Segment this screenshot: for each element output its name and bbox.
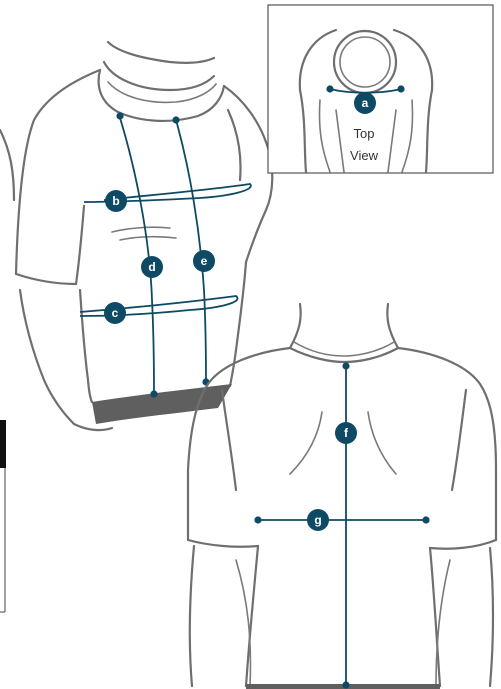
front-view-figure: [0, 42, 272, 430]
side-panel-fragment: [0, 420, 6, 612]
badge-e: e: [193, 250, 215, 272]
measure-line-d: [120, 118, 154, 394]
front-measurements: [80, 112, 251, 397]
back-measurements: [254, 362, 429, 688]
badge-c: c: [104, 302, 126, 324]
measure-line-c: [80, 296, 238, 316]
badge-d: d: [141, 256, 163, 278]
svg-text:a: a: [362, 96, 369, 110]
svg-text:c: c: [112, 306, 119, 320]
badge-b: b: [105, 190, 127, 212]
inset-label-top: Top: [354, 126, 375, 141]
svg-text:d: d: [148, 260, 155, 274]
badge-a: a: [354, 92, 376, 114]
badge-g: g: [307, 509, 329, 531]
svg-text:e: e: [201, 254, 208, 268]
svg-text:g: g: [314, 513, 321, 527]
svg-text:b: b: [112, 194, 119, 208]
inset-label-view: View: [350, 148, 379, 163]
top-view-inset: Top View: [268, 5, 493, 173]
badge-f: f: [335, 422, 357, 444]
